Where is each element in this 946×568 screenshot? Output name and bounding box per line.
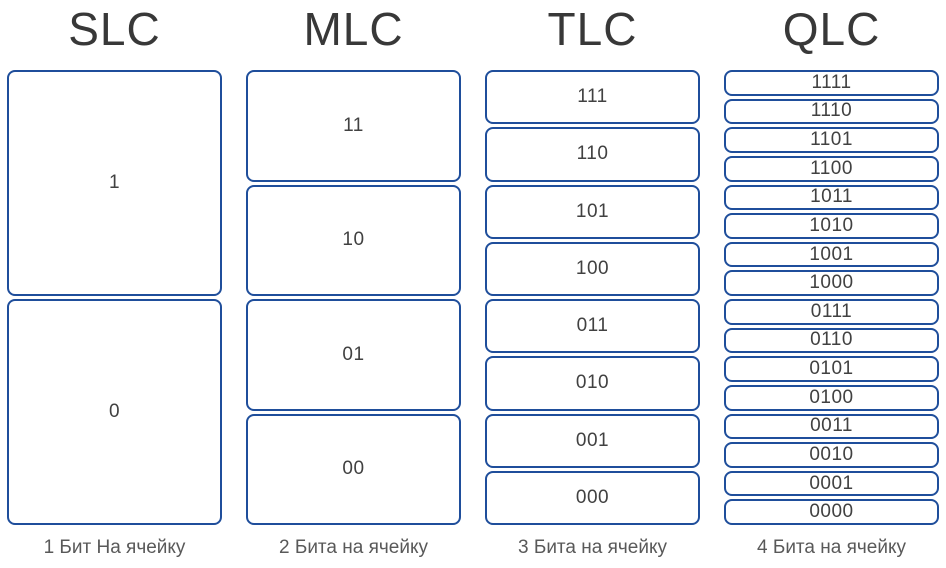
cell: 001 — [485, 413, 700, 468]
column-slc: SLC 1 0 1 Бит На ячейку — [7, 0, 222, 559]
cell: 0010 — [724, 442, 939, 468]
cell: 101 — [485, 184, 700, 239]
cell: 0110 — [724, 327, 939, 354]
column-qlc: QLC 1111 1110 1101 1100 1011 1010 1001 1… — [724, 0, 939, 559]
cell: 1 — [7, 70, 222, 296]
column-mlc: MLC 11 10 01 00 2 Бита на ячейку — [246, 0, 461, 559]
cell: 1011 — [724, 184, 939, 211]
cell: 100 — [485, 241, 700, 296]
column-tlc: TLC 111 110 101 100 011 010 001 000 3 Би… — [485, 0, 700, 559]
cell: 1000 — [724, 270, 939, 296]
cell: 0100 — [724, 384, 939, 411]
cell: 110 — [485, 127, 700, 182]
column-caption-slc: 1 Бит На ячейку — [43, 537, 186, 558]
cell: 000 — [485, 470, 700, 525]
cell: 111 — [485, 70, 700, 125]
cell-stack-mlc: 11 10 01 00 — [246, 70, 461, 525]
column-title-slc: SLC — [68, 3, 161, 55]
column-caption-qlc: 4 Бита на ячейку — [757, 537, 906, 558]
cell: 01 — [246, 299, 461, 411]
cell: 0011 — [724, 413, 939, 440]
cell: 1111 — [724, 70, 939, 96]
cell-stack-slc: 1 0 — [7, 70, 222, 525]
column-title-mlc: MLC — [303, 3, 404, 55]
cell: 0001 — [724, 470, 939, 497]
column-title-qlc: QLC — [782, 3, 881, 55]
column-caption-tlc: 3 Бита на ячейку — [518, 537, 667, 558]
cell: 1110 — [724, 98, 939, 125]
cell-stack-tlc: 111 110 101 100 011 010 001 000 — [485, 70, 700, 525]
cell: 011 — [485, 299, 700, 354]
cell-stack-qlc: 1111 1110 1101 1100 1011 1010 1001 1000 … — [724, 70, 939, 525]
cell: 1101 — [724, 127, 939, 153]
cell: 0 — [7, 299, 222, 525]
column-caption-mlc: 2 Бита на ячейку — [279, 537, 428, 558]
cell: 1100 — [724, 155, 939, 182]
cell: 11 — [246, 70, 461, 182]
cell: 1001 — [724, 241, 939, 268]
cell: 10 — [246, 184, 461, 296]
cell: 0000 — [724, 499, 939, 525]
cell: 00 — [246, 413, 461, 525]
cell: 1010 — [724, 213, 939, 239]
cell: 0111 — [724, 299, 939, 325]
column-title-tlc: TLC — [547, 3, 638, 55]
cell: 010 — [485, 356, 700, 411]
cell: 0101 — [724, 356, 939, 382]
